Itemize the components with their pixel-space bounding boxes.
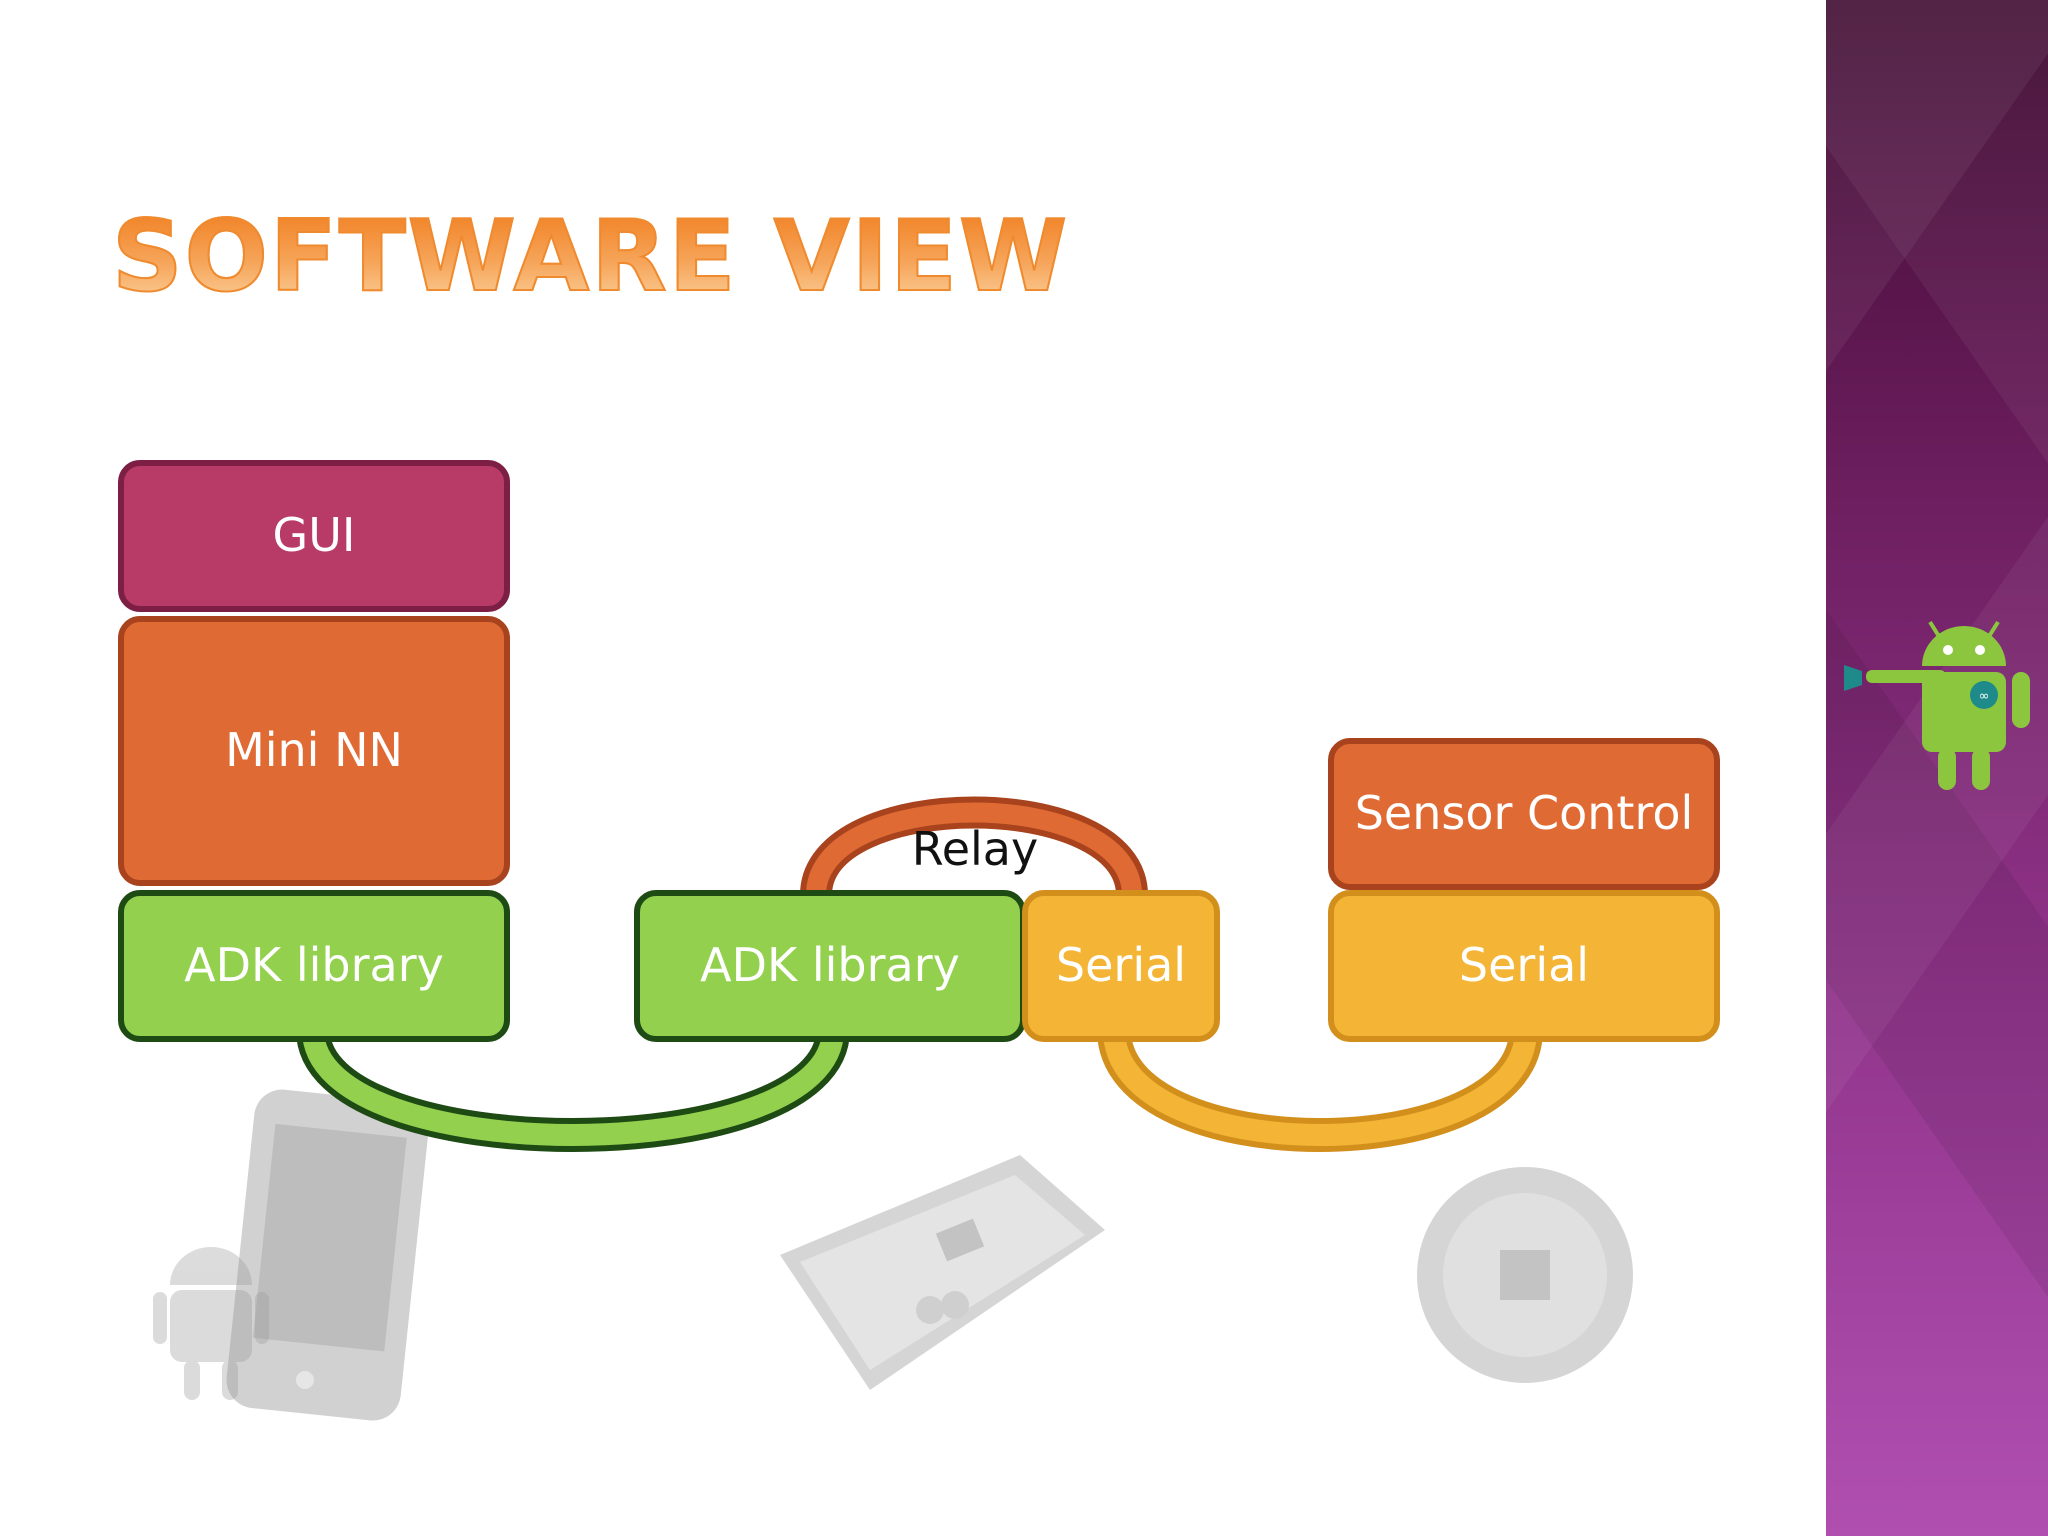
lilypad-image <box>1417 1167 1633 1383</box>
svg-text:∞: ∞ <box>1979 689 1990 704</box>
decorative-sidebar: ∞ <box>1826 0 2048 1536</box>
adk-library-phone-box: ADK library <box>118 890 510 1042</box>
mini-nn-box: Mini NN <box>118 616 510 886</box>
device-illustrations <box>153 1089 1633 1421</box>
arduino-mega-image <box>780 1155 1105 1390</box>
gui-box: GUI <box>118 460 510 612</box>
android-small-icon <box>153 1247 269 1400</box>
serial-lilypad-box: Serial <box>1328 890 1720 1042</box>
sensor-control-box: Sensor Control <box>1328 738 1720 890</box>
android-arduino-logo: ∞ <box>1844 620 2030 790</box>
slide: SOFTWARE VIEW <box>110 199 1720 1421</box>
phone-image <box>226 1089 429 1421</box>
connectors <box>296 796 1543 1152</box>
adk-library-board-box: ADK library <box>634 890 1026 1042</box>
slide-title: SOFTWARE VIEW <box>111 199 1070 315</box>
relay-label: Relay <box>911 822 1039 876</box>
serial-board-box: Serial <box>1022 890 1220 1042</box>
